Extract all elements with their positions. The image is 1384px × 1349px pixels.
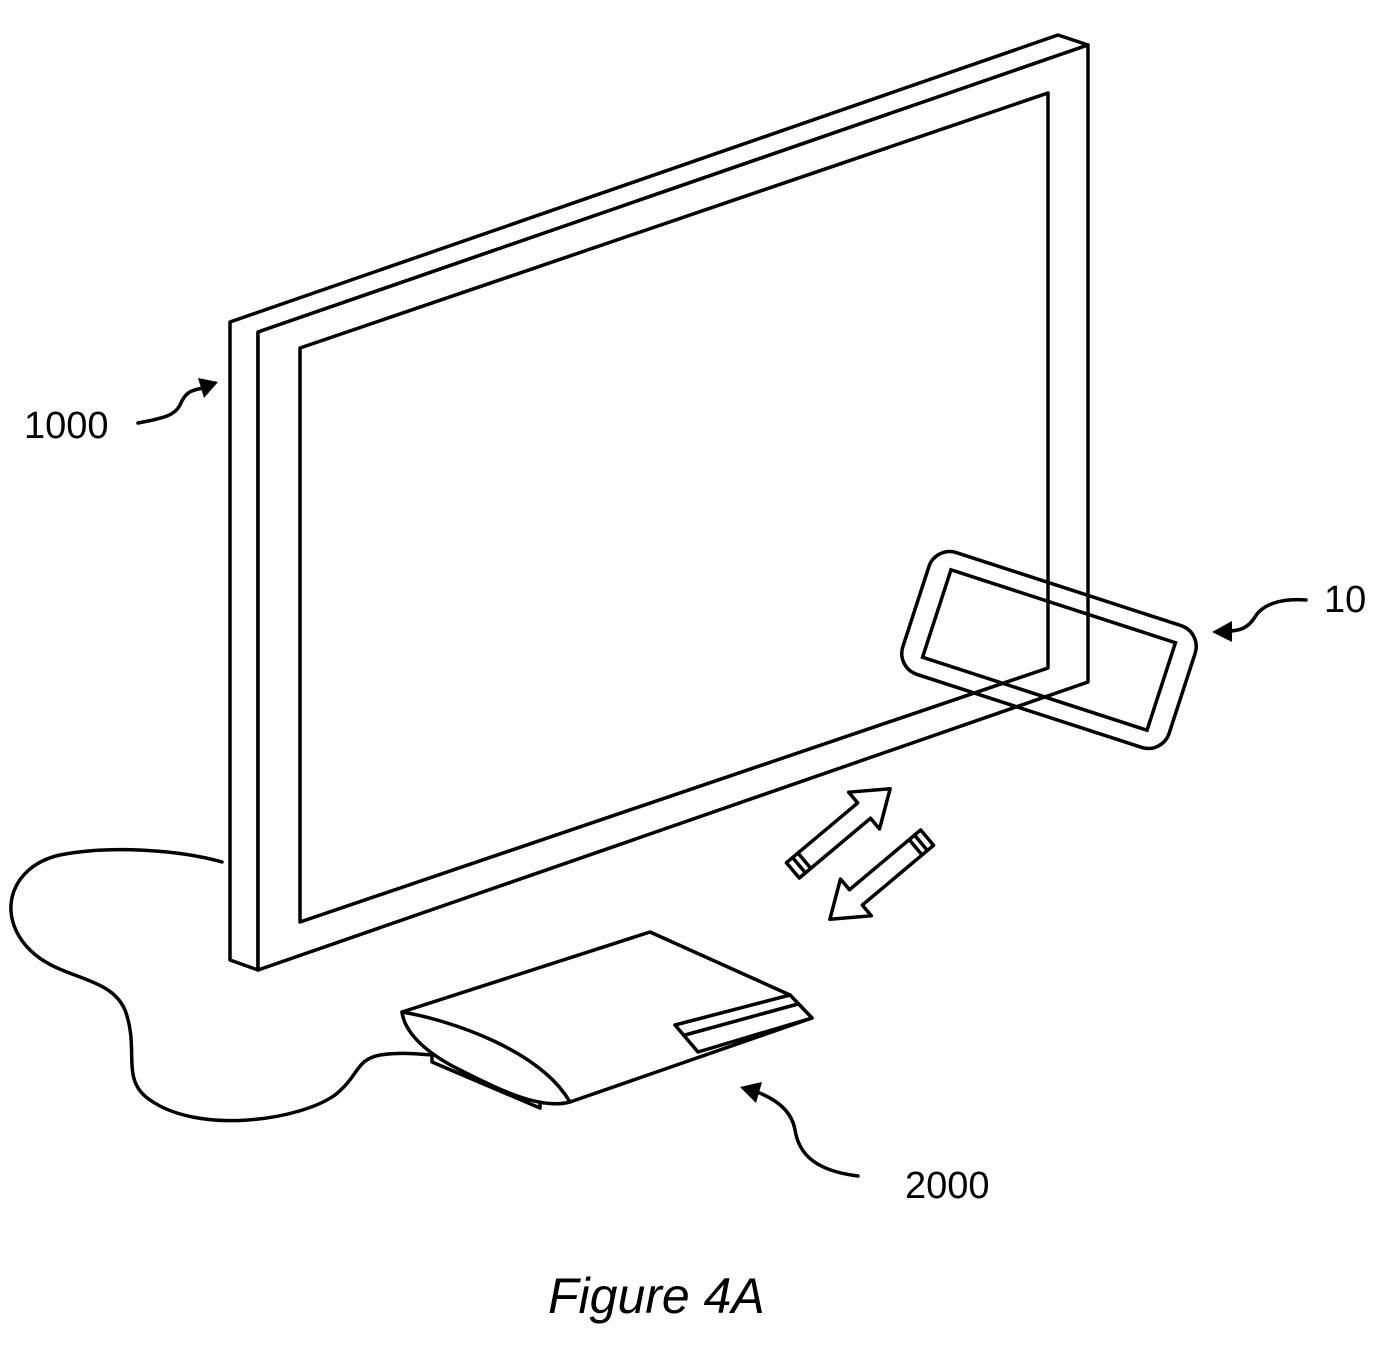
label-10: 10 xyxy=(1324,579,1366,621)
game-console xyxy=(402,932,812,1108)
display-monitor xyxy=(230,35,1088,970)
label-1000: 1000 xyxy=(24,405,109,447)
figure-caption: Figure 4A xyxy=(548,1268,765,1324)
leader-2000 xyxy=(740,1082,858,1176)
leader-1000 xyxy=(138,378,218,423)
label-2000: 2000 xyxy=(905,1165,990,1207)
leader-10 xyxy=(1212,600,1306,642)
communication-arrows xyxy=(777,770,942,937)
